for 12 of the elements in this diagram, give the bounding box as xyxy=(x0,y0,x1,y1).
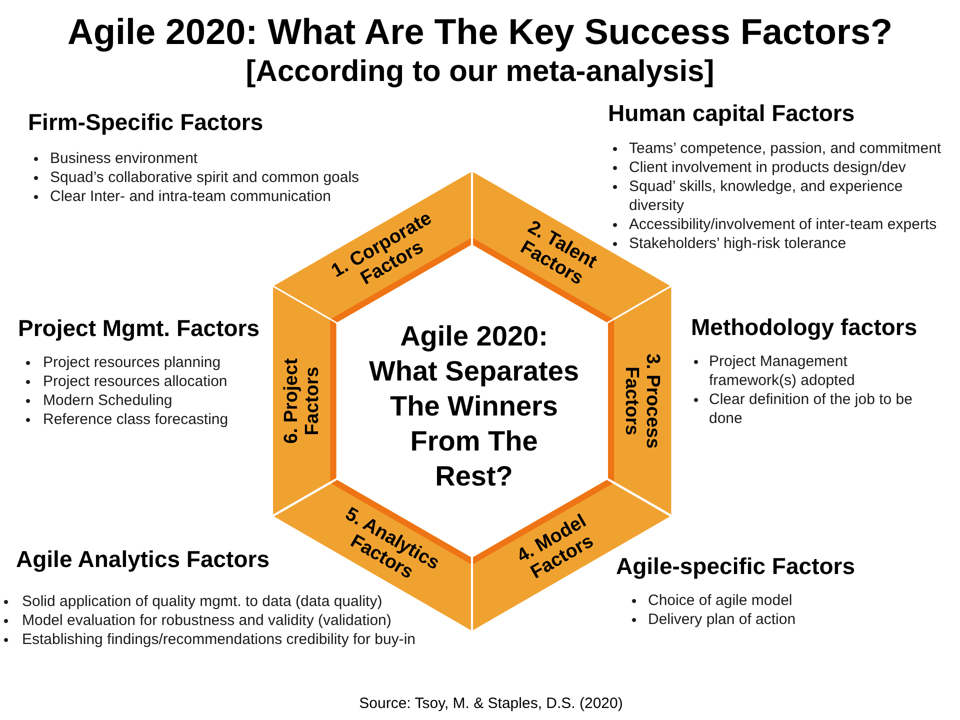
category-heading: Project Mgmt. Factors xyxy=(18,315,260,341)
category-heading: Methodology factors xyxy=(691,314,918,340)
segment-label: 6. Project Factors xyxy=(280,357,323,446)
title: Agile 2020: What Are The Key Success Factors? xyxy=(68,12,892,52)
center-heading: Agile 2020: What Separates The Winners From The Rest? xyxy=(368,320,580,494)
category-heading: Human capital Factors xyxy=(608,100,855,126)
subtitle: [According to our meta-analysis] xyxy=(246,54,714,90)
category-heading: Agile Analytics Factors xyxy=(16,546,270,572)
source-caption: Source: Tsoy, M. & Staples, D.S. (2020) xyxy=(359,695,623,713)
category-heading: Firm-Specific Factors xyxy=(28,109,264,135)
segment-label: 3. Process Factors xyxy=(620,352,663,451)
category-heading: Agile-specific Factors xyxy=(616,553,856,579)
